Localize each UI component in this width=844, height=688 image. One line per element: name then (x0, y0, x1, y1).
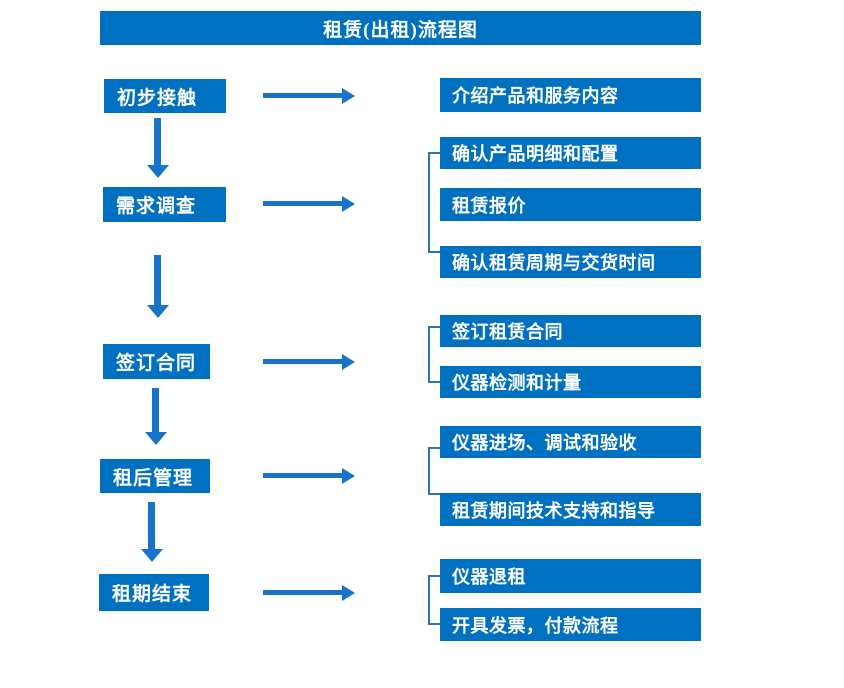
arrow-head (342, 88, 355, 104)
arrow-shaft (263, 590, 343, 595)
step-box-post-rental-mgmt: 租后管理 (100, 459, 210, 493)
detail-box-tech-support: 租赁期间技术支持和指导 (440, 493, 701, 526)
detail-box-confirm-period: 确认租赁周期与交货时间 (440, 246, 701, 278)
arrow-head (342, 585, 355, 601)
detail-box-rental-quote: 租赁报价 (440, 188, 701, 221)
arrow-head (147, 165, 169, 178)
arrow-head (145, 432, 167, 445)
arrow-head (342, 196, 355, 212)
arrow-down-icon (147, 255, 169, 318)
arrow-head (147, 305, 169, 318)
step-box-demand-survey: 需求调查 (103, 187, 226, 222)
detail-box-sign-rental-contract: 签订租赁合同 (440, 315, 701, 347)
detail-box-instrument-testing: 仪器检测和计量 (440, 366, 701, 398)
arrow-shaft (148, 502, 155, 550)
arrow-right-icon (263, 585, 355, 601)
detail-box-invoice-payment: 开具发票，付款流程 (440, 608, 701, 641)
arrow-shaft (263, 359, 343, 364)
detail-box-confirm-product-spec: 确认产品明细和配置 (440, 137, 701, 169)
arrow-head (141, 549, 163, 562)
group-bracket (428, 447, 440, 495)
arrow-shaft (263, 473, 343, 478)
detail-box-instrument-setup: 仪器进场、调试和验收 (440, 426, 701, 458)
arrow-head (342, 354, 355, 370)
step-box-sign-contract: 签订合同 (103, 344, 210, 379)
detail-box-instrument-return: 仪器退租 (440, 559, 701, 593)
arrow-down-icon (147, 118, 169, 178)
arrow-shaft (154, 118, 161, 166)
step-box-initial-contact: 初步接触 (104, 79, 226, 113)
group-bracket (428, 326, 440, 383)
group-bracket (428, 575, 440, 625)
arrow-down-icon (141, 502, 163, 562)
arrow-down-icon (145, 388, 167, 445)
arrow-right-icon (263, 354, 355, 370)
arrow-shaft (154, 255, 161, 306)
arrow-shaft (263, 201, 343, 206)
flowchart-title: 租赁(出租)流程图 (100, 11, 701, 45)
arrow-right-icon (263, 88, 355, 104)
arrow-right-icon (263, 468, 355, 484)
step-box-rental-end: 租期结束 (99, 574, 209, 611)
arrow-shaft (152, 388, 159, 433)
arrow-right-icon (263, 196, 355, 212)
arrow-head (342, 468, 355, 484)
detail-box-introduce-products: 介绍产品和服务内容 (440, 78, 701, 112)
group-bracket (428, 152, 440, 253)
arrow-shaft (263, 93, 343, 98)
